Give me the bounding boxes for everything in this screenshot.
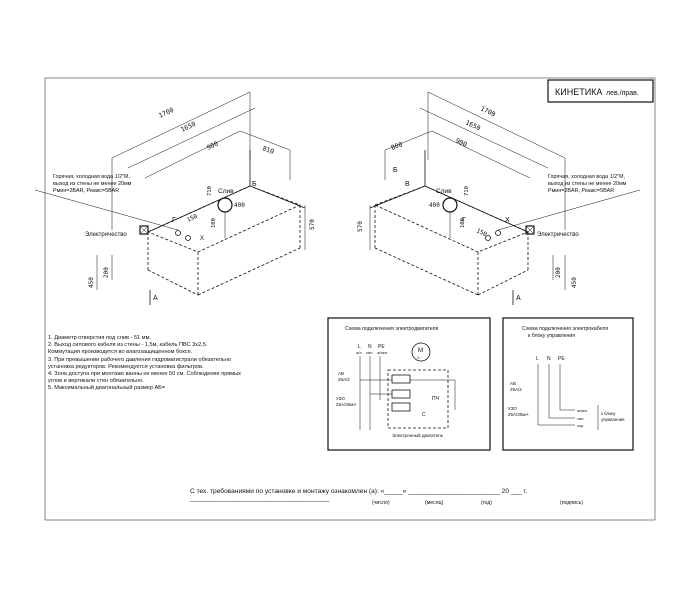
note-line: углов и вертикали стен обязательно. xyxy=(48,378,144,385)
letter-b-r: Б xyxy=(393,167,398,174)
electric-box xyxy=(139,225,149,235)
footer-label-month: (месяц) xyxy=(425,500,444,506)
dim-400-r: 400 xyxy=(429,202,440,209)
motor-wire-3: ж/зел. xyxy=(377,350,388,355)
dim-450-r: 450 xyxy=(571,277,578,288)
dim-570-r: 570 xyxy=(357,221,364,232)
motor-sub: 1~ xyxy=(417,355,422,360)
dim-710: 710 xyxy=(207,186,213,196)
dim-150: 150 xyxy=(186,213,199,224)
letter-x-r: Х xyxy=(505,217,510,224)
cable-wire-3: кор. xyxy=(577,423,584,428)
dim-570: 570 xyxy=(309,219,316,230)
motor-wire-1: ж/з xyxy=(356,350,362,355)
cable-term-pe: PE xyxy=(558,356,565,362)
water-note-line2: выход из стены не менее 20мм xyxy=(53,181,132,187)
dim-710-r: 710 xyxy=(464,186,470,196)
note-line: 1. Диаметр отверстия под слив - 51 мм. xyxy=(48,335,151,341)
footer-label-signature: (подпись) xyxy=(560,500,584,506)
cable-rcd-2: 25А/30мА xyxy=(508,412,528,417)
footer-label-day: (число) xyxy=(372,500,390,506)
dim-1650-r: 1650 xyxy=(464,119,482,133)
letter-a-r: А xyxy=(516,295,521,302)
water-note-r-line2: выход из стены не менее 20мм xyxy=(548,181,627,187)
cable-wire-2: син. xyxy=(577,416,585,421)
cable-term-n: N xyxy=(547,356,551,362)
motor-rcd-1: УЗО xyxy=(336,396,345,401)
letter-b: Б xyxy=(252,181,257,188)
drain-circle-r xyxy=(442,197,458,213)
electric-label-r: Электричество xyxy=(537,232,579,238)
letter-g: Г xyxy=(172,217,176,224)
title-variant: лев./прав. xyxy=(606,90,639,97)
title-model: КИНЕТИКА xyxy=(555,87,602,97)
water-note-line1: Горячая, холодная вода 1/2"М, xyxy=(53,174,130,180)
letter-a: А xyxy=(153,295,158,302)
note-line: установка редукторов. Рекомендуется уста… xyxy=(48,363,204,370)
motor-breaker-1: АВ xyxy=(338,371,344,376)
drain-label-r: Слив xyxy=(436,188,452,195)
motor-term-n: N xyxy=(368,344,372,350)
installation-notes: 1. Диаметр отверстия под слив - 51 мм. 2… xyxy=(48,335,323,393)
electric-label: Электричество xyxy=(85,232,127,238)
cable-scheme-title-2: к блоку управления xyxy=(528,333,575,339)
dim-450: 450 xyxy=(88,277,95,288)
cap-label: С xyxy=(422,412,426,418)
dim-100-r: 100 xyxy=(460,218,466,228)
electric-box-r xyxy=(525,225,535,235)
water-note-r-line3: Рмин=2BAR, Pмакс=5BAR xyxy=(548,188,614,194)
cable-term-l: L xyxy=(536,356,539,362)
drain-label: Слив xyxy=(218,188,234,195)
motor-breaker-2: 25А/2 xyxy=(338,377,350,382)
motor-term-pe: PE xyxy=(378,344,385,350)
motor-scheme-title: Схема подключения электродвигателя xyxy=(345,326,438,332)
motor-symbol xyxy=(411,342,431,362)
note-line: 2. Выход силового кабеля из стены - 1,5м… xyxy=(48,342,208,349)
dim-1700-r: 1700 xyxy=(479,105,497,119)
dim-810: 810 xyxy=(261,144,275,156)
dim-100: 100 xyxy=(211,218,217,228)
dim-1650: 1650 xyxy=(179,120,197,134)
dim-200: 200 xyxy=(103,267,110,278)
note-line: 4. Зона доступа при монтаже ванны не мен… xyxy=(48,371,241,378)
water-note-r-line1: Горячая, холодная вода 1/2"М, xyxy=(548,174,625,180)
motor-rcd-2: 25А/30мА xyxy=(336,402,356,407)
note-line: 3. При превышении рабочего давления гидр… xyxy=(48,356,232,363)
footer-label-year: (год) xyxy=(481,500,493,506)
note-line: Коммутация производится во влагозащищенн… xyxy=(48,349,193,356)
cable-rcd-1: УЗО xyxy=(508,406,517,411)
dim-1700: 1700 xyxy=(157,106,175,120)
sheet-frame xyxy=(44,77,656,521)
cable-breaker-1: АВ xyxy=(510,381,516,386)
drain-circle xyxy=(217,197,233,213)
cable-block-label-2: управления xyxy=(601,417,625,422)
dim-150-r: 150 xyxy=(475,227,488,238)
motor-term-l: L xyxy=(358,344,361,350)
motor-wiring-scheme: Схема подключения электродвигателя L N P… xyxy=(327,317,491,451)
dim-800-r: 800 xyxy=(390,140,404,152)
letter-v-r: В xyxy=(405,181,410,188)
pneumo-label: ПЧ xyxy=(432,396,439,402)
cable-block-label-1: к блоку xyxy=(601,411,616,416)
left-isometric-view: 1700 1650 900 810 570 450 200 Электричес… xyxy=(34,91,316,305)
water-note-line3: Рмин=2BAR, Pмакс=5BAR xyxy=(53,188,119,194)
dim-200-r: 200 xyxy=(555,267,562,278)
motor-wire-2: син. xyxy=(366,350,374,355)
cable-breaker-2: 25А/2 xyxy=(510,387,522,392)
acknowledgement-line: С тех. требованиями по установке и монта… xyxy=(190,488,528,502)
cable-scheme-title-1: Схема подключения электрокабеля xyxy=(522,326,608,332)
dim-900: 900 xyxy=(205,140,219,152)
letter-x: Х xyxy=(200,236,204,242)
right-isometric-view: 1700 1650 900 800 570 450 200 Электричес… xyxy=(357,91,641,305)
motor-block-label: Электронный двигатель xyxy=(392,432,444,438)
letter-g-r: Г xyxy=(462,217,466,224)
motor-letter: М xyxy=(418,348,423,354)
dim-400: 400 xyxy=(234,202,245,209)
cable-wire-1: ж/зел. xyxy=(577,408,588,413)
title-block xyxy=(547,79,654,103)
dim-900-r: 900 xyxy=(454,137,468,149)
cable-wiring-scheme: Схема подключения электрокабеля к блоку … xyxy=(502,317,634,451)
note-line: 5. Максимальный диагональный размер АБ= xyxy=(48,385,166,392)
